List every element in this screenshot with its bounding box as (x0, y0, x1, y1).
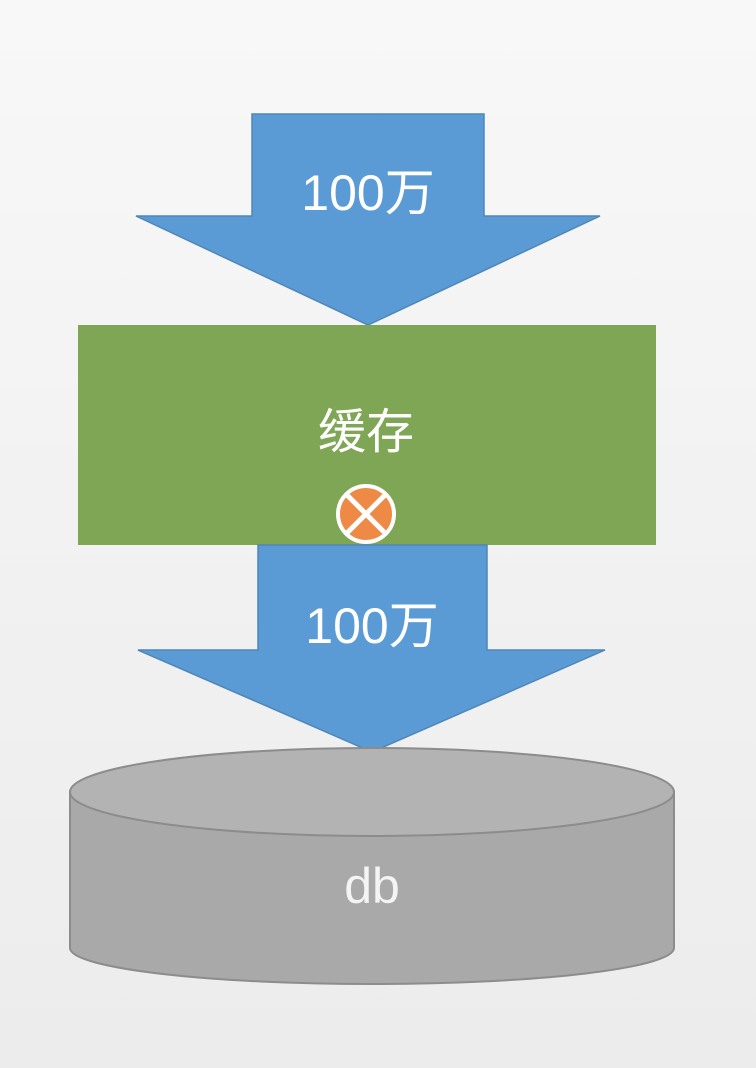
incoming-arrow (135, 113, 601, 326)
database-body (69, 791, 675, 985)
outgoing-arrow (137, 544, 606, 753)
database-label: db (344, 858, 400, 914)
outgoing-arrow-label: 100万 (305, 598, 439, 654)
database-cylinder (69, 747, 675, 985)
incoming-arrow-label: 100万 (301, 165, 435, 221)
database-top (69, 747, 675, 837)
circle-cross-icon (336, 484, 396, 544)
cache-label: 缓存 (317, 406, 415, 459)
